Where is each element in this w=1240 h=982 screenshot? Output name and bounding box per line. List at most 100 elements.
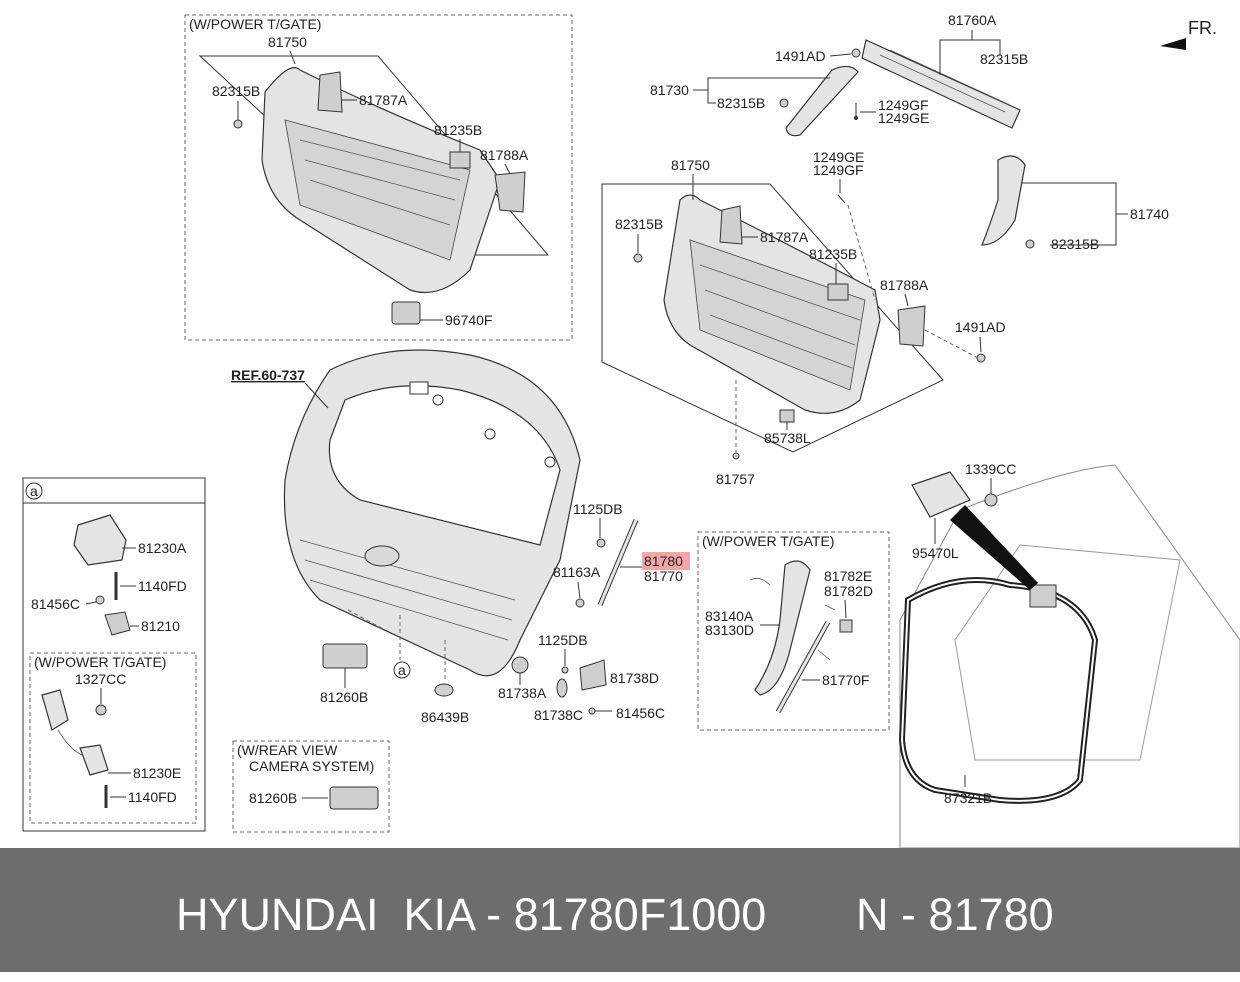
- bolt-1125db-b: [561, 666, 569, 674]
- cover-86439b: [434, 683, 454, 697]
- label-81235b-mid: 81235B: [809, 246, 857, 262]
- label-85738l: 85738L: [764, 430, 811, 446]
- label-82315b-tl: 82315B: [212, 83, 260, 99]
- module-95470l: [911, 471, 971, 518]
- detail-a-box: [22, 477, 206, 832]
- latch-motor-81230e: [41, 689, 69, 731]
- strut-wire: [817, 604, 836, 661]
- label-1249gf-mid: 1249GF: [813, 162, 864, 178]
- label-81260b: 81260B: [320, 689, 368, 705]
- leader-81788a-top: [504, 163, 511, 175]
- leader-81163a: [577, 581, 581, 599]
- screw-81456c-l: [95, 595, 105, 605]
- location-arrow-icon: [950, 505, 1038, 590]
- garnish-81760a: [861, 39, 1021, 129]
- footer-number: N - 81780: [856, 889, 1054, 940]
- latch-81230a: [73, 514, 127, 566]
- nut-1339cc: [984, 493, 998, 507]
- label-81210: 81210: [141, 618, 180, 634]
- label-81230e: 81230E: [133, 765, 181, 781]
- power-tgate-box-strut: [697, 531, 890, 731]
- label-1249ge-top: 1249GE: [878, 110, 929, 126]
- label-1327cc: 1327CC: [75, 671, 126, 687]
- spindle-83140a: [754, 560, 811, 696]
- label-1491ad-top: 1491AD: [775, 48, 826, 64]
- trim-piece-81788a-mid: [897, 305, 926, 347]
- trim-piece-81787a-top: [317, 71, 343, 113]
- screw-1249ge-mid: [837, 194, 846, 204]
- leader-81730: [693, 77, 830, 104]
- label-82315b-tr: 82315B: [980, 51, 1028, 67]
- camera-81260b-cam: [329, 786, 379, 810]
- label-81750-mid: 81750: [671, 157, 710, 173]
- rear-view-camera-title-2: CAMERA SYSTEM): [249, 758, 374, 774]
- nut-1327cc: [95, 704, 107, 716]
- rear-view-camera-title-1: (W/REAR VIEW: [237, 742, 338, 758]
- label-81456c-l: 81456C: [31, 596, 80, 612]
- bracket-81782e: [839, 619, 853, 633]
- detail-a-marker-letter: a: [30, 483, 38, 499]
- label-81787a-mid: 81787A: [760, 229, 809, 245]
- label-81750-top: 81750: [268, 34, 307, 50]
- label-1491ad-mid: 1491AD: [955, 319, 1006, 335]
- power-tgate-box-strut-title: (W/POWER T/GATE): [702, 533, 834, 549]
- dash-screw-mid: [847, 204, 876, 301]
- power-strut-81770f-inner: [776, 621, 830, 713]
- trim-piece-81787a-mid: [719, 205, 743, 245]
- label-81740: 81740: [1130, 206, 1169, 222]
- detail-a-callout: [393, 661, 411, 679]
- label-81770: 81770: [644, 568, 683, 584]
- clip-82315b-r: [1025, 239, 1035, 249]
- footer-brand-part: HYUNDAI KIA - 81780F1000: [176, 889, 767, 940]
- label-86439b: 86439B: [421, 709, 469, 725]
- bumper-81738c: [556, 678, 568, 698]
- label-81738c: 81738C: [534, 707, 583, 723]
- label-81456c-mid: 81456C: [616, 705, 665, 721]
- clip-82315b-top: [233, 119, 243, 129]
- front-arrow-icon: [1160, 38, 1186, 50]
- garnish-81730: [785, 65, 859, 137]
- label-82315b-ml: 82315B: [615, 216, 663, 232]
- label-1125db-a: 1125DB: [573, 501, 623, 517]
- clip-1491ad-mid: [976, 353, 986, 363]
- leader-81740: [1022, 182, 1128, 246]
- screw-head-1249gf-top: [854, 116, 858, 120]
- trim-81740: [981, 155, 1026, 246]
- leader-81760a: [939, 30, 1001, 75]
- cover-85738l: [779, 409, 795, 423]
- label-1339cc: 1339CC: [965, 461, 1016, 477]
- striker-81210: [104, 611, 131, 636]
- part-number-footer: HYUNDAI KIA - 81780F1000 N - 81780: [0, 848, 1240, 972]
- label-81780: 81780: [644, 553, 683, 569]
- camera-81260b: [322, 643, 368, 669]
- tailgate-hole-2: [484, 428, 496, 440]
- highlight-81780: [642, 552, 690, 570]
- tailgate-lower-ribs: [299, 539, 516, 641]
- trim-piece-81788a-top: [494, 171, 526, 213]
- label-95470l: 95470L: [912, 545, 959, 561]
- trim-panel-inner-mid: [689, 239, 866, 391]
- clip-82315b-ml: [633, 253, 643, 263]
- clip-82315b-mid: [779, 98, 789, 108]
- label-81782d: 81782D: [824, 583, 873, 599]
- screw-81456c-mid: [588, 707, 596, 715]
- vehicle-opening: [954, 544, 1181, 761]
- tailgate-hole-3: [544, 456, 556, 468]
- latch-81230e: [79, 744, 109, 776]
- ball-stud-81163a: [575, 598, 585, 608]
- trim-panel-inner-top: [284, 119, 471, 261]
- trim-panel-ribs-top: [299, 139, 461, 226]
- label-1140fd-b: 1140FD: [128, 789, 177, 805]
- weatherstrip-inner: [900, 579, 1097, 802]
- power-tgate-box-small-title: (W/POWER T/GATE): [34, 654, 166, 670]
- label-1125db-b: 1125DB: [538, 632, 588, 648]
- parts-diagram: (W/POWER T/GATE) (W/POWER T/GATE) a (W/P…: [22, 12, 1240, 849]
- tailgate-glass-opening: [328, 385, 561, 546]
- label-96740f: 96740F: [445, 312, 492, 328]
- label-81757: 81757: [716, 471, 755, 487]
- emblem-recess: [364, 545, 400, 567]
- trim-panel-frame-mid: [601, 183, 944, 453]
- tailgate-slot: [409, 381, 429, 395]
- label-81730: 81730: [650, 82, 689, 98]
- dash-1491ad-mid: [924, 329, 979, 359]
